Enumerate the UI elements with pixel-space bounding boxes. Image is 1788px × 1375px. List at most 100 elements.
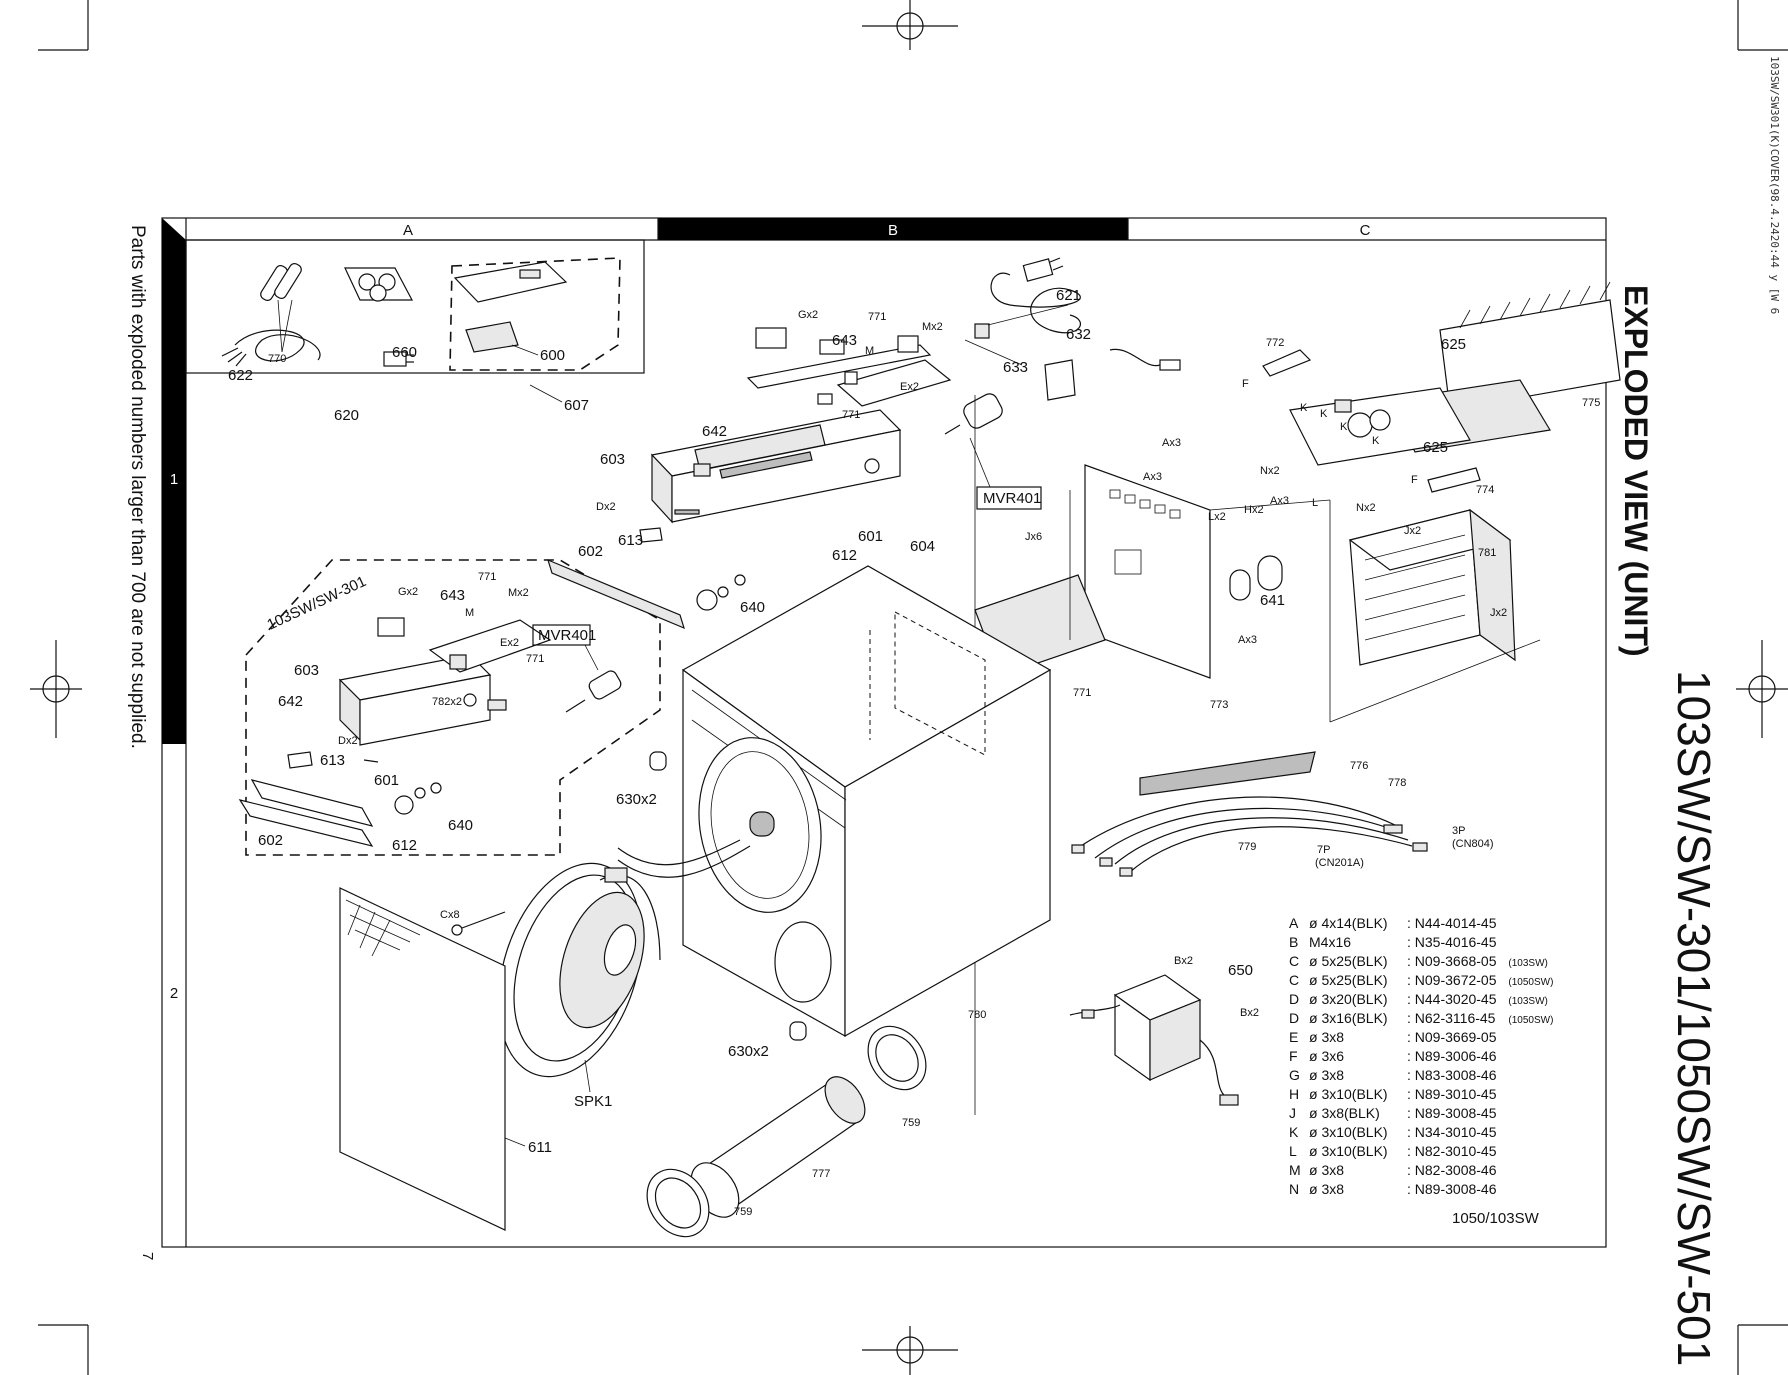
- battery-pair-770: [260, 262, 302, 302]
- screw-key-code: : N34-3010-45: [1407, 1124, 1497, 1140]
- registration-target-left: [30, 640, 82, 738]
- label-621: 621: [1056, 287, 1081, 304]
- label-cx8: Cx8: [440, 909, 460, 921]
- label-jx2-lower: Jx2: [1490, 607, 1507, 619]
- label-cn201a: (CN201A): [1315, 857, 1364, 869]
- label-759-left: 759: [734, 1206, 752, 1218]
- mvr401-box-main: [976, 486, 1042, 510]
- screw-key-spec: ø 3x8: [1309, 1181, 1344, 1197]
- label-jx6: Jx6: [1025, 531, 1042, 543]
- label-dx2-inset: Dx2: [338, 735, 358, 747]
- label-778: 778: [1388, 777, 1406, 789]
- label-643-inset: 643: [440, 587, 465, 604]
- label-hx2: Hx2: [1244, 504, 1264, 516]
- label-770: 770: [268, 353, 286, 365]
- label-660: 660: [392, 344, 417, 361]
- label-jx2-upper: Jx2: [1404, 525, 1421, 537]
- label-nx2-lower: Nx2: [1356, 502, 1376, 514]
- screw-key-code: : N35-4016-45: [1407, 934, 1497, 950]
- label-k-4: K: [1372, 435, 1380, 447]
- screw-key-letter: E: [1289, 1029, 1298, 1045]
- column-label-a: A: [403, 222, 413, 239]
- fan-assembly-650: Bx2 Bx2 650: [1069, 955, 1259, 1106]
- label-771-rear: 771: [1073, 687, 1091, 699]
- column-label-b: B: [888, 222, 898, 239]
- label-f-lower: F: [1411, 474, 1418, 486]
- label-759-right: 759: [902, 1117, 920, 1129]
- label-m-main: M: [865, 345, 874, 357]
- label-779: 779: [1238, 841, 1256, 853]
- label-3p: 3P: [1452, 825, 1465, 837]
- label-603-main: 603: [600, 451, 625, 468]
- screw-key-spec: ø 5x25(BLK): [1309, 972, 1388, 988]
- woofer-spk1: SPK1 Cx8: [440, 862, 661, 1110]
- label-600: 600: [540, 347, 565, 364]
- grille-611: 611: [339, 887, 552, 1231]
- label-601-inset: 601: [374, 772, 399, 789]
- label-771-main-top: 771: [868, 311, 886, 323]
- foot-pads-660: [344, 267, 413, 302]
- screw-key-code: : N44-3020-45: [1407, 991, 1497, 1007]
- label-k-1: K: [1300, 402, 1308, 414]
- screw-key-code: : N89-3008-46: [1407, 1181, 1497, 1197]
- label-641: 641: [1260, 592, 1285, 609]
- label-nx2-upper: Nx2: [1260, 465, 1280, 477]
- power-switch-643: [755, 327, 787, 349]
- label-603-inset: 603: [294, 662, 319, 679]
- crop-marks: [38, 0, 1788, 1375]
- screw-key-code: : N62-3116-45: [1407, 1010, 1496, 1026]
- registration-target-right: [1736, 640, 1788, 738]
- label-777: 777: [812, 1168, 830, 1180]
- rear-board-assembly: Ax3 Ax3 Ax3 Ax3 Jx6 Lx2 Hx2 L 641 771 77…: [974, 395, 1331, 1115]
- variant-inset-103sw: 103SW/SW-301 MVR401 Gx2 643 771 Mx2 M Ex…: [238, 559, 661, 856]
- column-label-c: C: [1360, 222, 1371, 239]
- label-630-upper: 630x2: [616, 791, 657, 808]
- wiring-harness: 776 778 779 7P (CN201A) 3P (CN804): [1071, 751, 1494, 877]
- screw-key-code: : N09-3668-05: [1407, 953, 1497, 969]
- screw-key-spec: ø 3x8: [1309, 1162, 1344, 1178]
- label-780: 780: [968, 1009, 986, 1021]
- ac-cord-621: 621 633 632: [964, 257, 1181, 401]
- label-771-inset-board: 771: [526, 653, 544, 665]
- screw-key-note: (103SW): [1508, 958, 1547, 969]
- screw-key-letter: J: [1289, 1105, 1296, 1121]
- screw-key-code: : N82-3008-46: [1407, 1162, 1497, 1178]
- row-label-2: 2: [170, 985, 178, 1002]
- accessories-inset: 770 660 622 620 600 607: [185, 239, 645, 424]
- registration-target-top: [862, 0, 958, 50]
- screw-key-letter: B: [1289, 934, 1298, 950]
- label-spk1: SPK1: [574, 1093, 612, 1110]
- label-632: 632: [1066, 326, 1091, 343]
- label-781: 781: [1478, 547, 1496, 559]
- screw-key-letter: C: [1289, 953, 1299, 969]
- screw-key-spec: ø 3x8: [1309, 1067, 1344, 1083]
- label-l: L: [1312, 497, 1318, 509]
- label-774: 774: [1476, 484, 1494, 496]
- inset-model-label: 103SW/SW-301: [265, 573, 369, 634]
- label-650: 650: [1228, 962, 1253, 979]
- label-7p: 7P: [1317, 844, 1330, 856]
- label-620: 620: [334, 407, 359, 424]
- screw-key-letter: C: [1289, 972, 1299, 988]
- label-604: 604: [910, 538, 935, 555]
- cord-622: [221, 329, 321, 367]
- label-613-inset: 613: [320, 752, 345, 769]
- label-640-inset: 640: [448, 817, 473, 834]
- label-772: 772: [1266, 337, 1284, 349]
- label-611: 611: [528, 1139, 552, 1156]
- label-642-main: 642: [702, 423, 727, 440]
- screw-key-letter: F: [1289, 1048, 1298, 1064]
- screw-key-note: (1050SW): [1508, 1015, 1553, 1026]
- label-602-main: 602: [578, 543, 603, 560]
- plug-adapter-620: [383, 351, 414, 367]
